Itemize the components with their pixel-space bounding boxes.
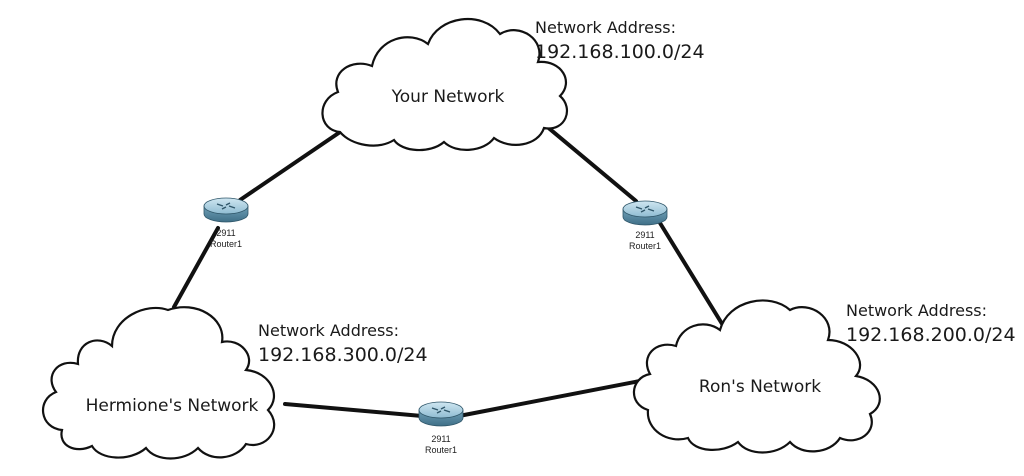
router-left[interactable]: 2911 Router1 xyxy=(203,197,249,249)
link-your-to-left-router xyxy=(238,126,348,202)
router-right-name: Router1 xyxy=(629,241,661,251)
router-icon xyxy=(622,200,668,226)
address-ron-value: 192.168.200.0/24 xyxy=(846,324,1016,346)
address-your-value: 192.168.100.0/24 xyxy=(535,41,705,63)
address-your-network: Network Address: 192.168.100.0/24 xyxy=(535,18,705,63)
link-your-to-right-router xyxy=(543,123,638,203)
address-ron-network: Network Address: 192.168.200.0/24 xyxy=(846,301,1016,346)
router-bottom-name: Router1 xyxy=(425,445,457,455)
router-bottom-model: 2911 xyxy=(431,434,450,444)
cloud-your-network-label: Your Network xyxy=(391,87,505,107)
router-icon xyxy=(203,197,249,223)
address-your-title: Network Address: xyxy=(535,18,676,37)
address-ron-title: Network Address: xyxy=(846,301,987,320)
address-hermione-title: Network Address: xyxy=(258,321,399,340)
cloud-hermione-network-label: Hermione's Network xyxy=(86,396,259,416)
router-left-model: 2911 xyxy=(216,228,235,238)
link-bottom-router-to-ron xyxy=(457,379,642,418)
link-hermione-to-bottom-router xyxy=(283,402,424,418)
cloud-your-network: Your Network xyxy=(321,18,569,152)
cloud-ron-network: Ron's Network xyxy=(632,299,881,454)
router-right-model: 2911 xyxy=(635,230,654,240)
router-right[interactable]: 2911 Router1 xyxy=(622,200,668,251)
link-right-router-to-ron xyxy=(658,221,726,329)
cloud-hermione-network: Hermione's Network xyxy=(41,306,276,460)
address-hermione-network: Network Address: 192.168.300.0/24 xyxy=(258,321,428,366)
router-bottom[interactable]: 2911 Router1 xyxy=(418,401,464,455)
router-left-name: Router1 xyxy=(210,239,242,249)
router-icon xyxy=(418,401,464,427)
link-left-router-to-hermione xyxy=(172,226,220,309)
address-hermione-value: 192.168.300.0/24 xyxy=(258,344,428,366)
cloud-ron-network-label: Ron's Network xyxy=(699,377,821,397)
